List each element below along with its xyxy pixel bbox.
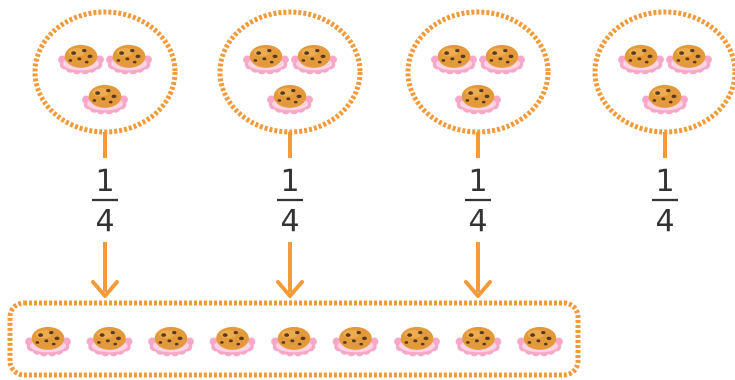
fraction-numerator: 1 bbox=[95, 164, 114, 199]
group-1: 14 bbox=[32, 9, 178, 298]
down-arrow-icon bbox=[464, 242, 492, 298]
group-circle bbox=[592, 9, 735, 135]
fraction-denominator: 4 bbox=[95, 204, 114, 239]
group-3: 14 bbox=[405, 9, 551, 298]
cookie-cupcake-icon bbox=[243, 44, 289, 75]
fraction-denominator: 4 bbox=[280, 204, 299, 239]
down-arrow-icon bbox=[276, 242, 304, 298]
fraction-numerator: 1 bbox=[280, 164, 299, 199]
group-4: 14 bbox=[592, 9, 735, 239]
cookie-cupcake-icon bbox=[618, 44, 664, 75]
fraction-numerator: 1 bbox=[468, 164, 487, 199]
cookie-cupcake-icon bbox=[431, 44, 477, 75]
cookie-cupcake-icon bbox=[82, 84, 128, 115]
group-2: 14 bbox=[217, 9, 363, 298]
cookie-cupcake-icon bbox=[455, 326, 502, 357]
cookie-cupcake-icon bbox=[642, 84, 688, 115]
result-row-box bbox=[7, 300, 581, 378]
cookie-cupcake-icon bbox=[517, 326, 563, 357]
cookie-cupcake-icon bbox=[58, 44, 104, 75]
cookie-cupcake-icon bbox=[25, 326, 71, 357]
cookie-cupcake-icon bbox=[106, 44, 152, 75]
cookie-cupcake-icon bbox=[332, 326, 379, 357]
group-circle bbox=[32, 9, 178, 135]
group-circle bbox=[217, 9, 363, 135]
cookie-cupcake-icon bbox=[666, 44, 712, 75]
cookie-cupcake-icon bbox=[271, 326, 317, 357]
cookie-cupcake-icon bbox=[209, 326, 256, 357]
cookie-cupcake-icon bbox=[479, 44, 525, 75]
result-row bbox=[7, 300, 581, 378]
fraction-numerator: 1 bbox=[655, 164, 674, 199]
down-arrow-icon bbox=[91, 242, 119, 298]
cookie-cupcake-icon bbox=[267, 84, 313, 115]
cookie-cupcake-icon bbox=[455, 84, 501, 115]
cookie-cupcake-icon bbox=[291, 44, 337, 75]
fraction-denominator: 4 bbox=[468, 204, 487, 239]
group-circle bbox=[405, 9, 551, 135]
cookie-cupcake-icon bbox=[394, 326, 440, 357]
cookie-cupcake-icon bbox=[86, 326, 133, 357]
fraction-denominator: 4 bbox=[655, 204, 674, 239]
cookie-cupcake-icon bbox=[148, 326, 194, 357]
